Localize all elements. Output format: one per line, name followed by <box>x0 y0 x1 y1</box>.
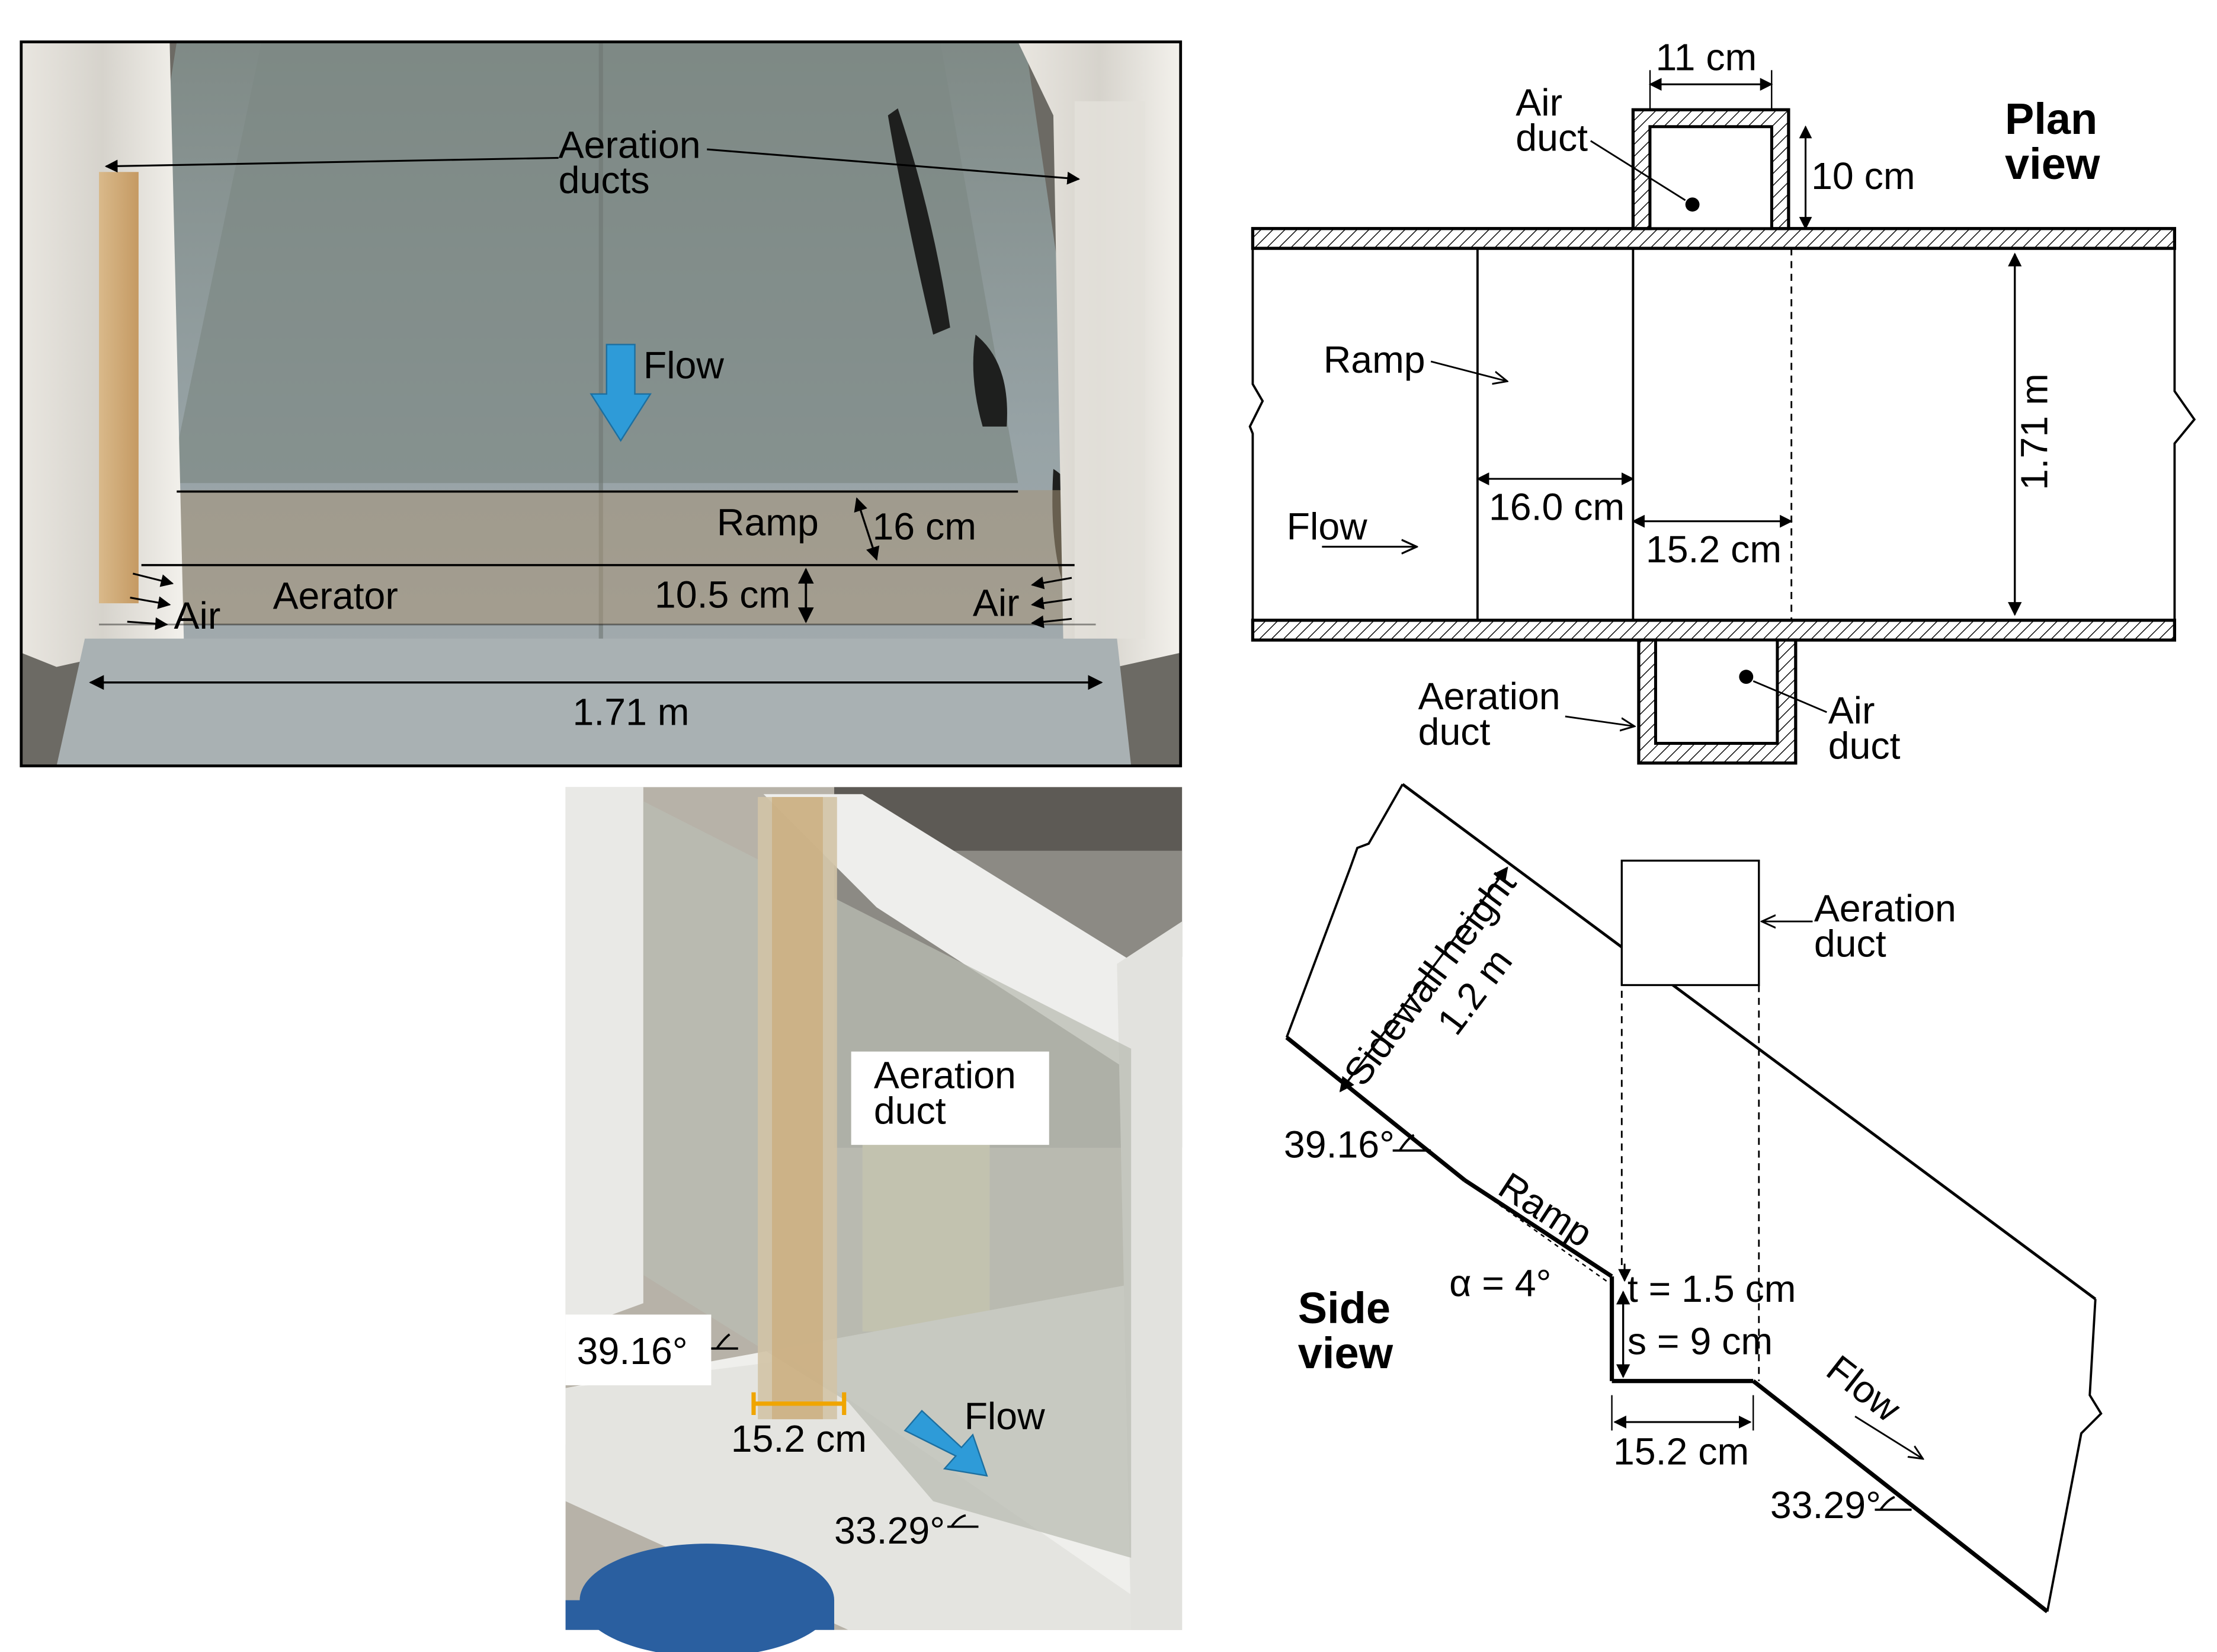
side-ramp-label: Ramp <box>1491 1164 1600 1256</box>
plan-air-duct-top: Air duct <box>1516 81 1588 159</box>
plan-air-duct-top-line2: duct <box>1516 116 1588 159</box>
side-break-right <box>2046 1299 2103 1612</box>
side-s-value: s = 9 cm <box>1627 1320 1773 1362</box>
plan-air-duct-bottom: Air duct <box>1828 689 1901 767</box>
photo-bottom-aeration-line1: Aeration <box>874 1054 1016 1097</box>
plan-view: Plan view 11 cm 10 cm Air duct <box>1248 36 2196 767</box>
photo-top-chute: Aeration ducts Flow Ramp 16 cm Aerator 1… <box>20 40 1183 767</box>
photo-bottom-flow: Flow <box>965 1395 1045 1438</box>
photo-top-aeration-line2: ducts <box>559 159 650 201</box>
plan-view-title: Plan view <box>2005 94 2110 188</box>
air-left-arrows-icon <box>127 572 174 630</box>
plan-aeration-duct-line2: duct <box>1418 710 1491 753</box>
side-alpha: α = 4° <box>1449 1262 1551 1305</box>
side-angle-lower: 33.29° <box>1770 1484 1881 1526</box>
plan-air-duct-bottom-line2: duct <box>1828 725 1901 767</box>
plan-width: 1.71 m <box>2013 373 2056 490</box>
plan-bottom-air-point <box>1739 670 1754 684</box>
plan-air-duct-top-line1: Air <box>1516 81 1562 124</box>
photo-bottom-aeration-line2: duct <box>874 1089 946 1132</box>
side-view-title: Side view <box>1298 1283 1403 1378</box>
plan-aeration-duct-line1: Aeration <box>1418 675 1561 718</box>
side-view: Side view Aeration duct Sidewall height … <box>1284 783 2103 1613</box>
plan-duct-depth: 10 cm <box>1811 155 1915 197</box>
photo-top-aeration-ducts-label: Aeration ducts <box>559 123 712 201</box>
photo-top-aerator-label: Aerator <box>273 575 398 617</box>
photo-top-ramp-label: Ramp <box>717 501 819 544</box>
photo-top-width: 1.71 m <box>573 690 690 733</box>
plan-aeration-duct: Aeration duct <box>1418 675 1571 753</box>
plan-top-wall <box>1251 227 2177 250</box>
photo-top-ramp-height: 16 cm <box>872 505 976 548</box>
side-angle-upper: 39.16° <box>1284 1123 1395 1166</box>
aeration-duct-right-arrow <box>707 148 1081 185</box>
photo-bottom-aeration-duct: Aeration duct <box>874 1054 1027 1132</box>
photo-bottom-sidewall: Aeration duct 39.16° 15.2 cm Flow 33.29° <box>565 787 1183 1652</box>
photo-top-flow-label: Flow <box>643 344 724 387</box>
side-angle-upper-icon <box>1392 1134 1431 1152</box>
side-aeration-duct: Aeration duct <box>1814 887 1967 965</box>
photo-top-flow-arrow-icon <box>590 344 652 442</box>
plan-flow-label: Flow <box>1287 505 1367 548</box>
side-angle-lower-icon <box>1875 1496 1912 1511</box>
side-aeration-duct-line1: Aeration <box>1814 887 1956 930</box>
photo-top-air-right: Air <box>973 582 1020 625</box>
plan-view-title-line1: Plan <box>2005 94 2097 143</box>
side-break-left <box>1285 783 1404 1038</box>
step-length-marker-icon <box>751 1392 847 1415</box>
side-view-title-line1: Side <box>1298 1283 1391 1333</box>
photo-bottom-flow-arrow-icon <box>904 1410 988 1477</box>
plan-break-right <box>2173 248 2196 620</box>
photo-bottom-angle-upper: 39.16° <box>577 1330 688 1372</box>
plan-ramp-label: Ramp <box>1324 338 1425 381</box>
photo-top-aerator-height: 10.5 cm <box>655 573 790 616</box>
side-flow-label: Flow <box>1819 1347 1909 1430</box>
plan-break-left <box>1248 248 1264 620</box>
photo-bottom-angle-upper-icon <box>711 1333 738 1350</box>
plan-view-title-line2: view <box>2005 139 2100 188</box>
air-right-arrows-icon <box>1030 576 1072 629</box>
photo-top-ramp-dim <box>854 497 880 561</box>
plan-bottom-wall <box>1251 619 2177 642</box>
plan-duct-width: 11 cm <box>1656 36 1757 78</box>
plan-top-air-point <box>1685 197 1700 212</box>
side-aeration-duct-line2: duct <box>1814 923 1886 965</box>
side-view-title-line2: view <box>1298 1328 1393 1378</box>
aeration-duct-left-arrow <box>104 156 559 173</box>
photo-top-air-left: Air <box>174 594 221 637</box>
side-step-length: 15.2 cm <box>1613 1430 1749 1472</box>
photo-bottom-step-length: 15.2 cm <box>731 1417 867 1460</box>
plan-air-duct-bottom-line1: Air <box>1828 689 1875 732</box>
photo-bottom-angle-lower: 33.29° <box>834 1509 945 1552</box>
side-t-value: t = 1.5 cm <box>1627 1267 1796 1310</box>
plan-step-length: 15.2 cm <box>1646 528 1782 571</box>
plan-ramp-length: 16.0 cm <box>1489 485 1625 528</box>
photo-top-aeration-line1: Aeration <box>559 123 701 166</box>
photo-bottom-angle-lower-icon <box>947 1514 979 1528</box>
